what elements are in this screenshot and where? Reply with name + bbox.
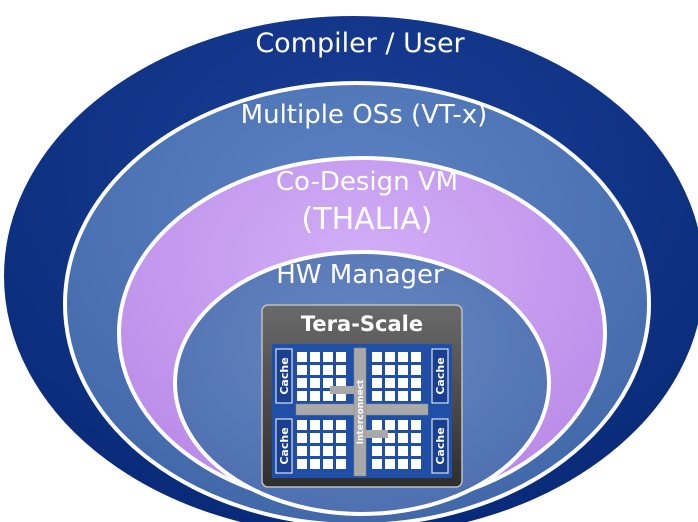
core-cell bbox=[297, 365, 307, 375]
core-cell bbox=[385, 391, 395, 401]
label-compiler-user: Compiler / User bbox=[255, 28, 465, 59]
core-cell bbox=[310, 352, 320, 362]
core-cell bbox=[336, 391, 346, 401]
cache-label-top-right: Cache bbox=[434, 357, 447, 394]
label-hw-manager: HW Manager bbox=[276, 260, 444, 290]
core-cell bbox=[323, 433, 333, 443]
core-cell bbox=[385, 420, 395, 430]
core-cell bbox=[411, 352, 421, 362]
core-cell bbox=[398, 446, 408, 456]
core-cell bbox=[323, 459, 333, 469]
core-cell bbox=[385, 378, 395, 388]
cache-label-top-left: Cache bbox=[278, 357, 291, 394]
cache-block-bottom-right bbox=[431, 418, 449, 474]
core-cell bbox=[297, 459, 307, 469]
core-cell bbox=[398, 420, 408, 430]
core-cell bbox=[411, 391, 421, 401]
core-cell bbox=[310, 446, 320, 456]
tera-scale-chip: Tera-Scale Cache Cache Cache Cache Inter… bbox=[261, 304, 463, 488]
core-cell bbox=[310, 433, 320, 443]
interconnect-stub-right bbox=[366, 430, 388, 438]
core-cell bbox=[297, 391, 307, 401]
core-cell bbox=[411, 459, 421, 469]
core-cell bbox=[411, 365, 421, 375]
core-cell bbox=[385, 365, 395, 375]
cache-block-top-left bbox=[275, 348, 293, 404]
core-cell bbox=[411, 420, 421, 430]
core-cell bbox=[398, 433, 408, 443]
core-cell bbox=[310, 459, 320, 469]
label-thalia: (THALIA) bbox=[302, 202, 433, 237]
core-cell bbox=[372, 446, 382, 456]
interconnect-label: Interconnect bbox=[356, 379, 366, 444]
label-multiple-oss: Multiple OSs (VT-x) bbox=[241, 100, 488, 130]
core-cell bbox=[297, 352, 307, 362]
core-cell bbox=[310, 391, 320, 401]
core-cell bbox=[310, 378, 320, 388]
core-cell bbox=[323, 352, 333, 362]
label-co-design-vm: Co-Design VM bbox=[276, 167, 458, 197]
core-cell bbox=[385, 352, 395, 362]
core-cell bbox=[297, 378, 307, 388]
core-cell bbox=[323, 391, 333, 401]
core-cell bbox=[411, 433, 421, 443]
interconnect-vertical-bus bbox=[353, 347, 367, 477]
cache-label-bottom-left: Cache bbox=[278, 427, 291, 464]
interconnect-stub-left bbox=[330, 386, 354, 394]
core-cell bbox=[372, 378, 382, 388]
core-cell bbox=[336, 446, 346, 456]
core-cell bbox=[372, 459, 382, 469]
core-cell bbox=[336, 420, 346, 430]
cache-block-top-right bbox=[431, 348, 449, 404]
core-cell bbox=[336, 378, 346, 388]
core-cell bbox=[297, 420, 307, 430]
core-cell bbox=[385, 446, 395, 456]
core-cell bbox=[336, 433, 346, 443]
core-cell bbox=[411, 446, 421, 456]
core-cell bbox=[323, 365, 333, 375]
core-cell bbox=[398, 459, 408, 469]
core-cell bbox=[310, 420, 320, 430]
core-cell bbox=[398, 352, 408, 362]
core-cell bbox=[336, 365, 346, 375]
core-cell bbox=[372, 420, 382, 430]
core-cell bbox=[398, 378, 408, 388]
core-cell bbox=[385, 459, 395, 469]
core-cell bbox=[297, 433, 307, 443]
core-cell bbox=[297, 446, 307, 456]
core-cell bbox=[336, 352, 346, 362]
core-cell bbox=[336, 459, 346, 469]
core-cell bbox=[310, 365, 320, 375]
core-cell bbox=[323, 420, 333, 430]
core-cell bbox=[372, 391, 382, 401]
core-cell bbox=[323, 446, 333, 456]
chip-core-grid bbox=[297, 352, 421, 469]
core-cell bbox=[372, 365, 382, 375]
cache-block-bottom-left bbox=[275, 418, 293, 474]
core-cell bbox=[398, 391, 408, 401]
core-cell bbox=[372, 352, 382, 362]
core-cell bbox=[323, 378, 333, 388]
chip-title: Tera-Scale bbox=[301, 312, 423, 336]
core-cell bbox=[411, 378, 421, 388]
core-cell bbox=[398, 365, 408, 375]
cache-label-bottom-right: Cache bbox=[434, 427, 447, 464]
core-cell bbox=[385, 433, 395, 443]
